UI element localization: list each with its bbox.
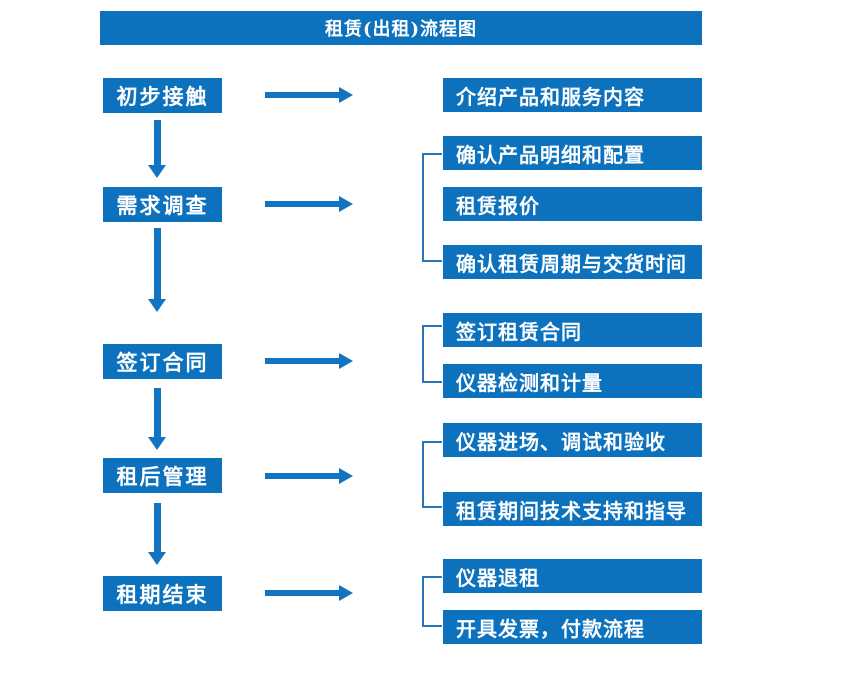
detail-box-intro-products: 介绍产品和服务内容 [443, 78, 702, 112]
right-arrow-icon [265, 201, 339, 207]
right-arrow-icon [265, 358, 339, 364]
detail-box-sign-rental-contract: 签订租赁合同 [443, 313, 702, 347]
group-bracket-icon [422, 325, 442, 383]
group-bracket-icon [422, 153, 442, 262]
group-bracket-icon [422, 441, 442, 508]
down-arrow-head-icon [148, 299, 166, 312]
step-box-rental-end: 租期结束 [103, 576, 222, 611]
right-arrow-head-icon [339, 196, 353, 212]
down-arrow-icon [154, 120, 161, 165]
down-arrow-head-icon [148, 165, 166, 178]
step-box-demand-survey: 需求调查 [103, 187, 222, 222]
step-box-initial-contact: 初步接触 [103, 78, 222, 113]
down-arrow-icon [154, 503, 161, 552]
detail-box-instrument-return: 仪器退租 [443, 559, 702, 593]
step-box-post-rental: 租后管理 [103, 458, 222, 493]
right-arrow-icon [265, 590, 339, 596]
detail-box-confirm-config: 确认产品明细和配置 [443, 136, 702, 170]
right-arrow-icon [265, 473, 339, 479]
right-arrow-head-icon [339, 87, 353, 103]
detail-box-instrument-setup: 仪器进场、调试和验收 [443, 423, 702, 457]
detail-box-tech-support: 租赁期间技术支持和指导 [443, 492, 702, 526]
detail-box-invoice-payment: 开具发票，付款流程 [443, 610, 702, 644]
down-arrow-icon [154, 388, 161, 437]
detail-box-confirm-period: 确认租赁周期与交货时间 [443, 245, 702, 279]
flowchart-title: 租赁(出租)流程图 [100, 11, 702, 45]
right-arrow-icon [265, 92, 339, 98]
right-arrow-head-icon [339, 468, 353, 484]
step-box-sign-contract: 签订合同 [103, 344, 222, 379]
down-arrow-icon [154, 228, 161, 299]
down-arrow-head-icon [148, 552, 166, 565]
right-arrow-head-icon [339, 585, 353, 601]
detail-box-instrument-testing: 仪器检测和计量 [443, 364, 702, 398]
right-arrow-head-icon [339, 353, 353, 369]
down-arrow-head-icon [148, 437, 166, 450]
group-bracket-icon [422, 576, 442, 627]
detail-box-rental-quote: 租赁报价 [443, 187, 702, 221]
